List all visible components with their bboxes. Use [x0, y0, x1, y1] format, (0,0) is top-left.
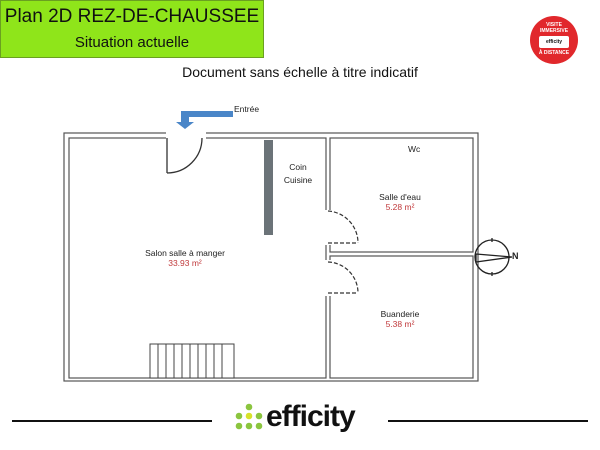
stairs [149, 343, 235, 379]
efficity-wordmark: efficity [266, 400, 356, 433]
room-area: 5.28 m² [385, 202, 415, 212]
room-name: Salle d'eau [379, 192, 421, 202]
room-coin-cuisine: Coin Cuisine [283, 162, 313, 185]
kitchen-partition [264, 140, 273, 235]
page-title: Plan 2D REZ-DE-CHAUSSEE [4, 6, 260, 27]
efficity-dots-icon [235, 403, 263, 430]
entrance-door [166, 137, 203, 174]
inner-wall-salle-eau [329, 137, 474, 253]
room-wc: Wc [408, 144, 421, 154]
title-box: Plan 2D REZ-DE-CHAUSSEE Situation actuel… [0, 0, 264, 58]
badge-bottom-text: À DISTANCE [538, 50, 570, 56]
door-opening-2 [324, 260, 334, 296]
room-salon: Salon salle à manger 33.93 m² [130, 248, 240, 268]
visite-immersive-badge: VISITE IMMERSIVE efficity À DISTANCE [530, 16, 578, 64]
room-name: Salon salle à manger [145, 248, 225, 258]
compass-icon [474, 238, 513, 276]
outer-wall [63, 132, 479, 382]
badge-top-text: VISITE IMMERSIVE [539, 22, 569, 34]
footer-line-left [12, 420, 212, 422]
page-subtitle: Situation actuelle [74, 34, 190, 51]
entrance-arrow-icon [176, 111, 233, 129]
disclaimer: Document sans échelle à titre indicatif [182, 64, 418, 80]
room-salle-eau: Salle d'eau 5.28 m² [360, 192, 440, 212]
room-buanderie: Buanderie 5.38 m² [360, 309, 440, 329]
room-area: 33.93 m² [168, 258, 202, 268]
entrance-label: Entrée [234, 104, 260, 114]
room-name: Buanderie [380, 309, 420, 319]
room-area: 5.38 m² [385, 319, 415, 329]
door-opening-1 [324, 210, 334, 245]
door-buanderie [327, 261, 359, 294]
entrance-opening [166, 131, 206, 140]
compass-north-label: N [512, 251, 519, 261]
inner-wall-buanderie [329, 255, 474, 379]
efficity-logo: efficity [232, 400, 356, 434]
footer-line-right [388, 420, 588, 422]
badge-brand: efficity [539, 36, 569, 48]
door-salle-eau [327, 210, 359, 244]
